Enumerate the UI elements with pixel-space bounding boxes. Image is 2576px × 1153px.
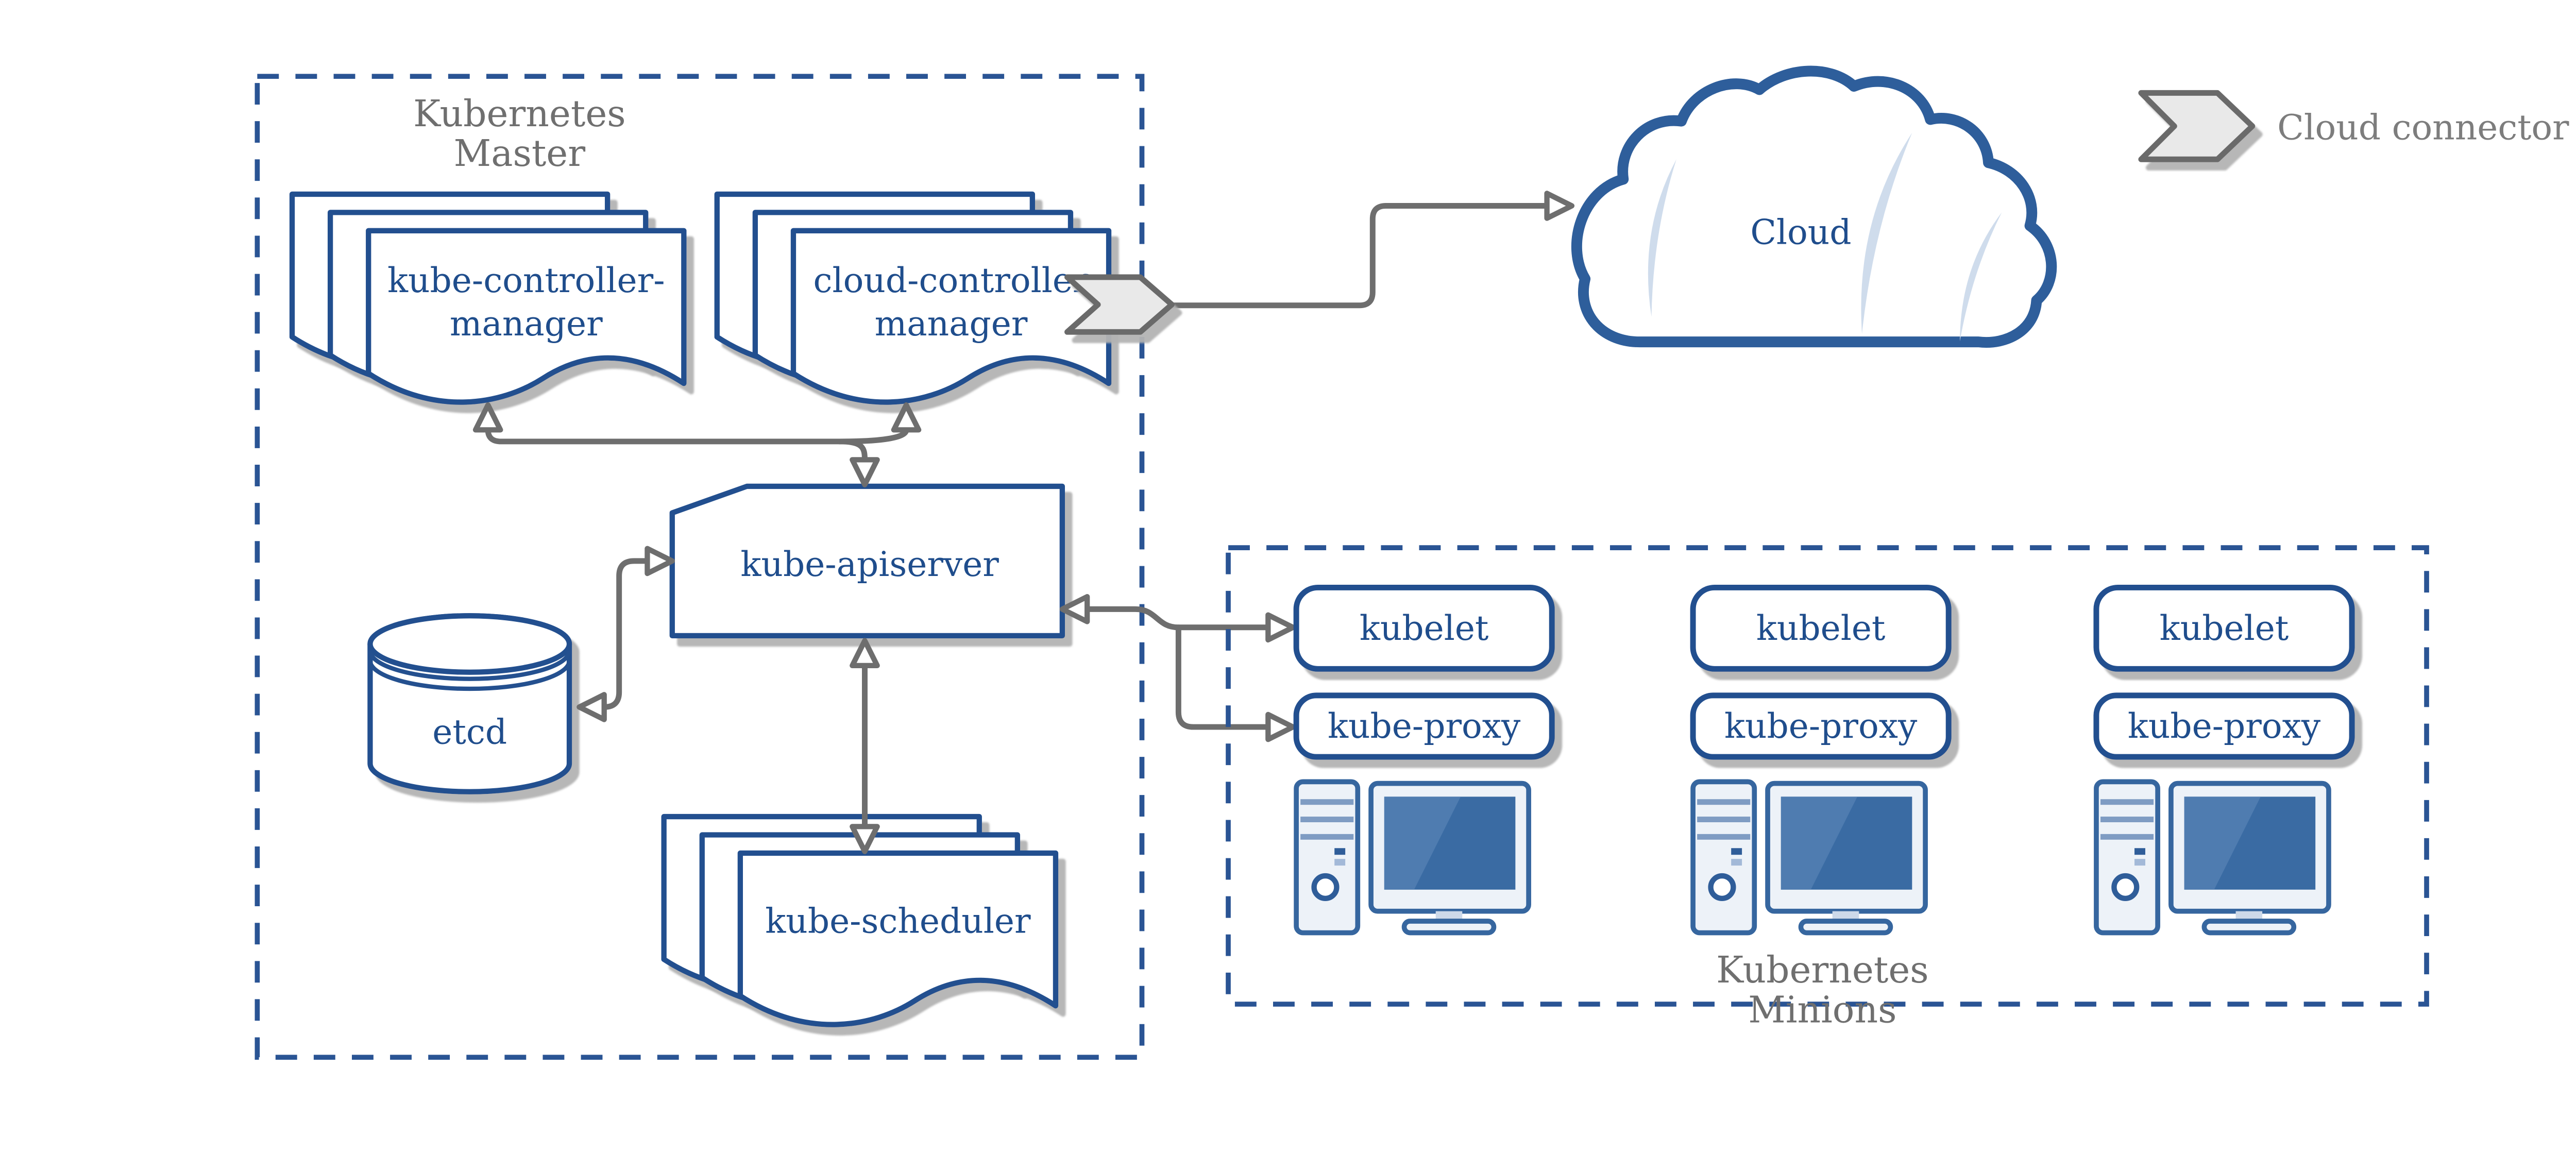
minions-title-line2: Minions — [1748, 989, 1896, 1031]
cloud-controller-manager-stack: cloud-controller manager — [717, 194, 1109, 402]
controller-managers-to-apiserver-arrow — [472, 402, 922, 487]
kube-apiserver-label: kube-apiserver — [740, 545, 999, 584]
cloud-connector-legend-icon — [2141, 93, 2252, 159]
etcd-label: etcd — [432, 712, 507, 752]
minions-title: Kubernetes Minions — [1716, 948, 1929, 1031]
kubelet-label: kubelet — [1756, 608, 1886, 648]
kube-proxy-label: kube-proxy — [1724, 706, 1918, 746]
kube-apiserver-shape — [669, 483, 1065, 639]
kubelet-label: kubelet — [1360, 608, 1489, 648]
kubelet-label: kubelet — [2160, 608, 2289, 648]
cloud-label: Cloud — [1750, 213, 1851, 252]
kube-scheduler-label: kube-scheduler — [765, 902, 1031, 941]
node-computer-icon — [1693, 782, 1925, 932]
kube-proxy-label: kube-proxy — [1328, 706, 1521, 746]
legend: Cloud connector — [2141, 93, 2569, 159]
minion-node-2: kubelet kube-proxy — [1690, 584, 1952, 932]
kube-controller-manager-label-line2: manager — [450, 304, 603, 344]
etcd-database: etcd — [367, 613, 572, 794]
kubernetes-architecture-diagram: Kubernetes Master kube-controller- manag… — [255, 65, 2569, 1060]
kube-proxy-box — [2093, 692, 2355, 760]
etcd-apiserver-arrow — [577, 546, 675, 722]
diagram-stage: Kubernetes Master kube-controller- manag… — [255, 65, 2569, 1060]
minion-node-3: kubelet kube-proxy — [2093, 584, 2355, 932]
cloud-group: Cloud — [1571, 65, 2057, 348]
node-computer-icon — [1296, 782, 1529, 932]
kube-proxy-box — [1690, 692, 1952, 760]
kube-controller-manager-label-line1: kube-controller- — [387, 261, 665, 300]
cloud-connector-legend-label: Cloud connector — [2277, 107, 2569, 148]
cloud-connector-arrow — [1169, 191, 1575, 309]
kube-controller-manager-stack: kube-controller- manager — [292, 194, 684, 402]
master-title: Kubernetes Master — [413, 92, 626, 175]
kube-proxy-box — [1293, 692, 1555, 760]
kubelet-box — [1293, 584, 1555, 672]
minions-group: kubelet kube-proxy kubelet kube-proxy ku… — [1226, 545, 2429, 1031]
cloud-controller-manager-label-line2: manager — [875, 304, 1028, 344]
cloud-icon — [1571, 65, 2057, 348]
minions-title-line1: Kubernetes — [1716, 948, 1929, 991]
kube-apiserver: kube-apiserver — [669, 483, 1065, 639]
master-title-line2: Master — [454, 132, 586, 175]
master-group: Kubernetes Master kube-controller- manag… — [255, 74, 1145, 1060]
node-computer-icon — [2096, 782, 2329, 932]
kubelet-box — [1690, 584, 1952, 672]
minion-node-1: kubelet kube-proxy — [1293, 584, 1555, 932]
kubelet-box — [2093, 584, 2355, 672]
cloud-controller-manager-label-line1: cloud-controller — [814, 261, 1089, 300]
minions-boundary — [1226, 545, 2429, 1007]
kube-proxy-label: kube-proxy — [2128, 706, 2321, 746]
kube-scheduler-stack: kube-scheduler — [664, 817, 1056, 1025]
apiserver-scheduler-arrow — [850, 638, 880, 854]
master-boundary — [255, 74, 1145, 1060]
apiserver-to-nodes-arrows — [1059, 594, 1296, 742]
master-title-line1: Kubernetes — [413, 92, 626, 135]
